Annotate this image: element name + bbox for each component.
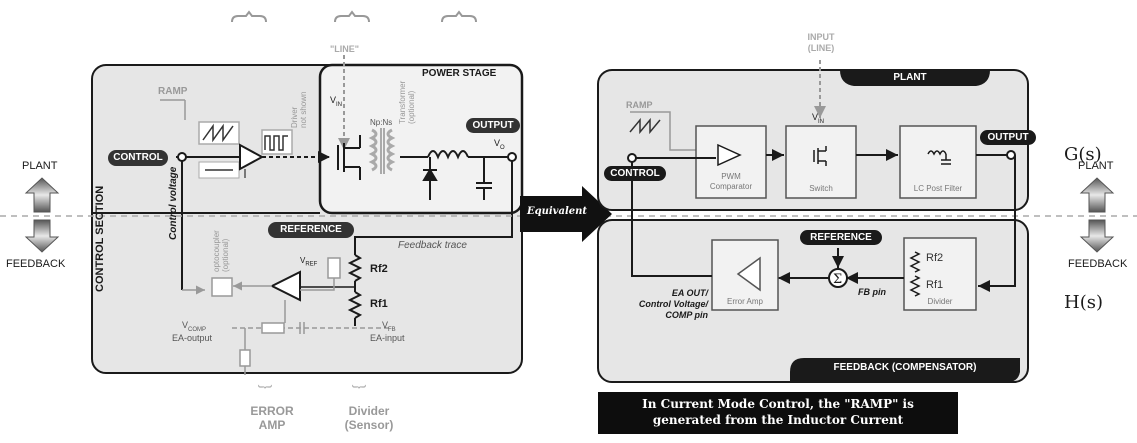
equivalent-label: Equivalent xyxy=(527,206,588,217)
plant-arrow-left xyxy=(24,177,60,213)
rf1-label-right: Rf1 xyxy=(926,279,944,291)
ea-out-label: EA OUT/Control Voltage/COMP pin xyxy=(638,288,708,320)
transformer-label: Transformer(optional) xyxy=(398,80,416,124)
optocoupler-label: optocoupler(optional) xyxy=(212,230,230,272)
control-voltage-label: Control voltage xyxy=(168,166,179,240)
control-badge-right: CONTROL xyxy=(604,166,666,181)
power-stage-label: POWER STAGE xyxy=(422,68,497,79)
error-amp-block-label: Error Amp xyxy=(726,297,763,306)
pwm-comparator-block xyxy=(695,125,767,199)
pwm-comparator-left xyxy=(239,143,265,171)
ramp-waveform-right xyxy=(629,117,661,135)
vin-label-left: VIN xyxy=(330,95,343,108)
line-label: "LINE" xyxy=(330,44,360,54)
optocoupler-box xyxy=(211,277,233,297)
control-section-label: CONTROL SECTION xyxy=(94,185,106,292)
feedback-arrow-left xyxy=(24,219,60,253)
power-stage-panel xyxy=(318,63,524,215)
error-amp-left xyxy=(269,270,301,302)
vref-label-left: VREF xyxy=(300,256,318,268)
rf2-label-left: Rf2 xyxy=(370,263,388,275)
reference-badge-right: REFERENCE xyxy=(800,230,882,245)
ramp-waveform xyxy=(160,99,240,145)
control-badge-left: CONTROL xyxy=(108,150,168,166)
feedback-trace xyxy=(354,161,513,255)
brace-error-amp: ︸ xyxy=(258,384,272,400)
feedback-trace-label: Feedback trace xyxy=(398,240,467,251)
hs-label: H(s) xyxy=(1064,292,1103,313)
brace-divider: ︸ xyxy=(352,384,366,400)
divider-block-right xyxy=(903,237,977,311)
rf1-label-left: Rf1 xyxy=(370,298,388,310)
plant-tab xyxy=(840,70,990,86)
lc-filter-block xyxy=(899,125,977,199)
input-line-label: INPUT(LINE) xyxy=(807,32,835,53)
feedback-label-right: FEEDBACK xyxy=(1068,258,1128,270)
svg-text:Σ: Σ xyxy=(833,272,842,287)
divider-block-label: Divider xyxy=(927,297,953,306)
ea-output-label: EA-output xyxy=(172,333,213,343)
ramp-label-left: RAMP xyxy=(158,86,188,97)
ramp-label-right: RAMP xyxy=(626,100,653,110)
output-badge-left: OUTPUT xyxy=(466,118,520,133)
lc-filter-label: LC Post Filter xyxy=(913,184,963,193)
feedback-tab-label: FEEDBACK (COMPENSATOR) xyxy=(833,362,977,373)
vfb-label: VFB xyxy=(382,320,396,333)
feedback-label-left: FEEDBACK xyxy=(6,258,66,270)
plant-label-right: PLANT xyxy=(1078,160,1114,172)
vo-label: VO xyxy=(494,138,505,151)
vin-label-right: VIN xyxy=(812,112,825,125)
plant-arrow-right xyxy=(1079,177,1115,213)
feedback-arrow-right xyxy=(1079,219,1115,253)
gs-label: G(s) xyxy=(1064,144,1102,165)
feedback-tab xyxy=(790,358,1020,382)
fb-pin-label: FB pin xyxy=(858,287,886,297)
switch-block xyxy=(785,125,857,199)
pwm-waveform xyxy=(261,129,293,155)
equivalent-arrow xyxy=(520,186,612,242)
transformer xyxy=(368,128,396,174)
top-braces xyxy=(231,10,477,23)
mosfet-left xyxy=(337,135,361,180)
turns-label: Np:Ns xyxy=(370,118,393,127)
plant-tab-label: PLANT xyxy=(893,72,927,83)
rf2-label-right: Rf2 xyxy=(926,252,944,264)
ea-input-label: EA-input xyxy=(370,333,405,343)
compensation-network xyxy=(232,300,390,375)
switch-block-label: Switch xyxy=(809,184,833,193)
divider-caption: Divider(Sensor) xyxy=(344,404,394,432)
reference-badge-left: REFERENCE xyxy=(268,222,354,238)
note-box xyxy=(598,392,958,434)
output-badge-right: OUTPUT xyxy=(980,130,1036,145)
plant-label-left: PLANT xyxy=(22,160,58,172)
vcomp-label: VCOMP xyxy=(182,320,207,333)
output-filter-left xyxy=(400,150,509,200)
